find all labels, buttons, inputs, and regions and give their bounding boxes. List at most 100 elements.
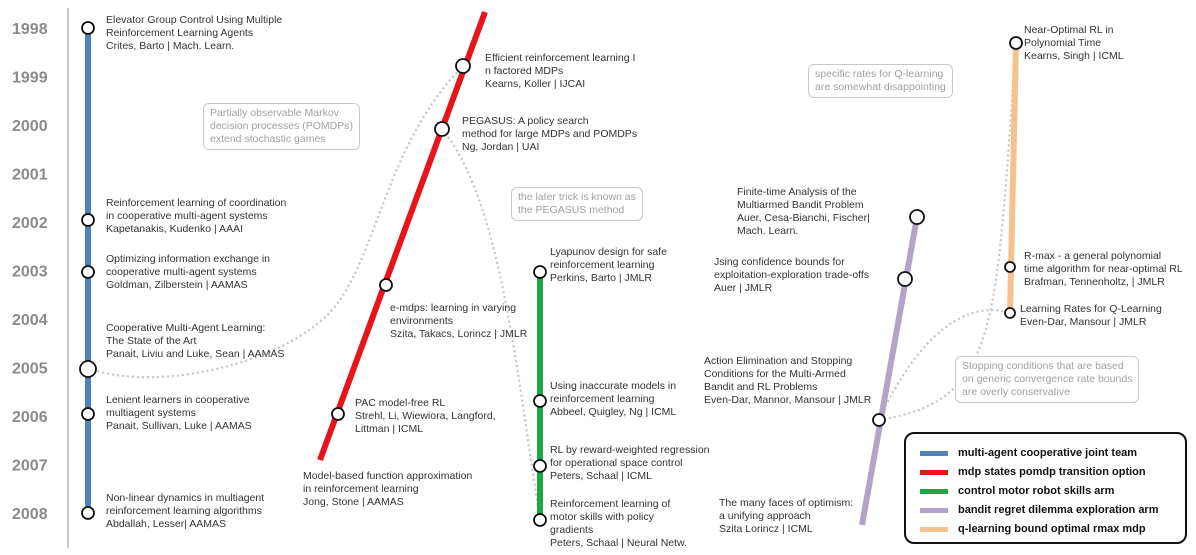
paper-title-line: Reinforcement Learning Agents [106,27,254,39]
line-mdp-pomdp [317,10,488,462]
paper-title-line: exploitation-exploration trade-offs [714,269,870,281]
legend-label: multi-agent cooperative joint team [958,447,1138,459]
paper-abbeel[interactable]: Using inaccurate models in reinforcement… [550,380,676,419]
node-kapetanakis[interactable] [81,213,95,227]
paper-kearns-singh[interactable]: Near-Optimal RL in Polynomial Time Kearn… [1024,24,1124,63]
callout-pomdp-line-1: Partially observable Markov [210,107,339,119]
legend-swatch [920,507,948,513]
paper-title-line: Efficient reinforcement learning I [485,52,636,64]
node-crites-barto[interactable] [81,21,95,35]
paper-title-line: Action Elimination and Stopping [704,355,853,367]
paper-title-line: e-mdps: learning in varying [390,302,517,314]
paper-authors: Strehl, Li, Wiewiora, Langford, [355,410,496,422]
legend-swatch [920,488,948,494]
paper-title-line: multiagent systems [106,407,196,419]
paper-panait-luke[interactable]: Cooperative Multi-Agent Learning: The St… [106,322,284,361]
paper-title-line: Jsing confidence bounds for [714,256,845,268]
paper-nodes [79,21,1023,527]
node-panait-luke[interactable] [79,360,97,378]
paper-title-line: in cooperative multi-agent systems [106,210,268,222]
paper-authors: Kearns, Koller | IJCAI [485,78,586,90]
legend-swatch [920,526,948,532]
paper-jong-stone[interactable]: Model-based function approximation in re… [303,470,472,509]
paper-authors: Auer | JMLR [714,282,773,294]
paper-peters-schaal-netw[interactable]: Reinforcement learning of motor skills w… [550,498,690,550]
callout-pomdp-line-3: extend stochastic games [210,133,326,145]
paper-authors: Goldman, Zilberstein | AAMAS [106,279,248,291]
year-label: 2001 [12,167,48,184]
node-peters-schaal-icml[interactable] [533,459,547,473]
paper-authors: Ng, Jordan | UAI [462,141,540,153]
paper-title-line: a unifying approach [719,510,811,522]
legend-item-control: control motor robot skills arm [920,482,1114,500]
paper-title-line: RL by reward-weighted regression [550,444,710,456]
paper-authors: Perkins, Barto | JMLR [550,272,652,284]
paper-auer-jmlr[interactable]: Jsing confidence bounds for exploitation… [714,256,869,295]
paper-title-line: reinforcement learning [550,259,655,271]
year-label: 2005 [12,361,48,378]
paper-szita-takacs[interactable]: e-mdps: learning in varying environments… [390,302,527,341]
paper-title-line: Cooperative Multi-Agent Learning: [106,322,266,334]
node-auer-cesa-bianchi[interactable] [909,209,925,225]
paper-peters-schaal-icml[interactable]: RL by reward-weighted regression for ope… [550,444,710,483]
paper-crites-barto[interactable]: Elevator Group Control Using Multiple Re… [106,14,282,53]
paper-kapetanakis[interactable]: Reinforcement learning of coordination i… [106,197,286,236]
paper-szita-lorincz[interactable]: The many faces of optimism: a unifying a… [719,497,853,536]
paper-goldman[interactable]: Optimizing information exchange in coope… [106,253,270,292]
paper-title-line: time algorithm for near-optimal RL [1024,263,1183,275]
legend-item-mdp: mdp states pomdp transition option [920,463,1146,481]
citation-connectors [87,44,1018,521]
paper-kearns-koller[interactable]: Efficient reinforcement learning I n fac… [485,52,635,91]
callout-q-learning-rates: specific rates for Q-learning are somewh… [808,64,953,98]
paper-authors: Auer, Cesa-Bianchi, Fischer| [737,212,870,224]
callout-q-learning-line-1: specific rates for Q-learning [815,68,944,80]
node-panait-sullivan[interactable] [81,407,95,421]
node-even-dar-mannor[interactable] [872,413,886,427]
paper-authors: Even-Dar, Mannor, Mansour | JMLR [704,394,872,406]
node-szita-takacs[interactable] [379,278,393,292]
legend-item-multi-agent: multi-agent cooperative joint team [920,444,1137,462]
paper-brafman[interactable]: R-max - a general polynomial time algori… [1024,250,1183,289]
node-even-dar-mansour[interactable] [1004,307,1016,319]
paper-panait-sullivan[interactable]: Lenient learners in cooperative multiage… [106,394,252,433]
paper-title-line: Bandit and RL Problems [704,381,818,393]
legend-item-bandit: bandit regret dilemma exploration arm [920,501,1159,519]
paper-authors: Panait, Liviu and Luke, Sean | AAMAS [106,348,285,360]
paper-authors: Kapetanakis, Kudenko | AAAI [106,223,243,235]
paper-title-line: PAC model-free RL [355,397,446,409]
paper-title-line: Lyapunov design for safe [550,246,667,258]
node-kearns-singh[interactable] [1009,36,1023,50]
paper-perkins-barto[interactable]: Lyapunov design for safe reinforcement l… [550,246,667,285]
callout-pomdp: Partially observable Markov decision pro… [203,103,360,150]
year-label: 2000 [12,118,48,135]
node-goldman[interactable] [81,265,95,279]
paper-title-line: Finite-time Analysis of the [737,186,857,198]
node-kearns-koller[interactable] [455,58,471,74]
callout-stopping-line-1: Stopping conditions that are based [962,360,1124,372]
paper-title-line: The many faces of optimism: [719,497,854,509]
paper-strehl[interactable]: PAC model-free RL Strehl, Li, Wiewiora, … [355,397,496,436]
node-perkins-barto[interactable] [533,265,547,279]
legend-label: q-learning bound optimal rmax mdp [958,523,1146,535]
paper-even-dar-mansour[interactable]: Learning Rates for Q-Learning Even-Dar, … [1020,303,1162,329]
node-abbeel[interactable] [533,394,547,408]
paper-auer-cesa-bianchi[interactable]: Finite-time Analysis of the Multiarmed B… [737,186,870,238]
paper-title-line: R-max - a general polynomial [1024,250,1162,262]
node-auer-jmlr[interactable] [897,271,913,287]
paper-authors: Jong, Stone | AAMAS [303,496,404,508]
node-strehl[interactable] [331,407,345,421]
paper-title-line: method for large MDPs and POMDPs [462,128,638,140]
node-peters-schaal-netw[interactable] [533,513,547,527]
paper-abdallah[interactable]: Non-linear dynamics in multiagent reinfo… [106,492,264,531]
year-label: 2004 [12,312,48,329]
paper-authors: Kearns, Singh | ICML [1024,50,1124,62]
node-abdallah[interactable] [81,506,95,520]
paper-authors: Crites, Barto | Mach. Learn. [106,40,235,52]
paper-title-line: Near-Optimal RL in [1024,24,1114,36]
year-label: 2002 [12,215,48,232]
paper-even-dar-mannor[interactable]: Action Elimination and Stopping Conditio… [704,355,871,407]
paper-title-line: Lenient learners in cooperative [106,394,250,406]
paper-ng-jordan[interactable]: PEGASUS: A policy search method for larg… [462,115,637,154]
node-ng-jordan[interactable] [434,121,450,137]
node-brafman[interactable] [1004,261,1016,273]
